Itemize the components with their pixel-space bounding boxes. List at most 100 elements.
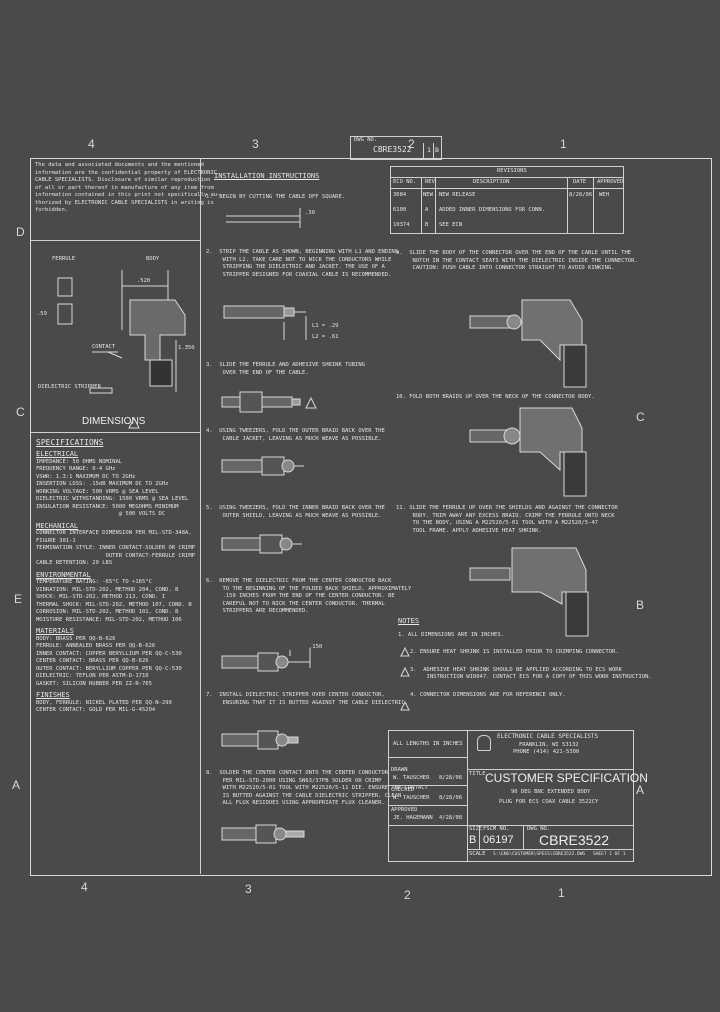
zone-right-b: B <box>636 598 645 612</box>
zone-left-a: A <box>12 778 21 792</box>
install-step-7: 7. INSTALL DIELECTRIC STRIPPER OVER CENT… <box>206 692 408 706</box>
spec-line: DIELECTRIC: TEFLON PER ASTM-D-1710 <box>36 673 149 679</box>
install-step-11: 11. SLIDE THE FERRULE UP OVER THE SHIELD… <box>396 505 618 534</box>
zone-bottom-2: 2 <box>404 888 411 902</box>
rev-cell: WEH <box>599 192 609 198</box>
rev-header: ECO NO. <box>393 179 417 185</box>
spec-title-main: CUSTOMER SPECIFICATION <box>485 771 648 785</box>
cable-step-4 <box>221 456 304 476</box>
spec-line: CONNECTOR INTERFACE DIMENSION PER MIL-ST… <box>36 530 192 536</box>
dim-1350: 1.350 <box>178 345 195 351</box>
body-shape <box>129 299 186 361</box>
left-column-divider <box>200 158 201 874</box>
zone-left-e: E <box>14 592 23 606</box>
spec-line: OUTER CONTACT-FERRULE CRIMP <box>36 552 195 559</box>
fscm-value: 06197 <box>483 834 514 846</box>
revisions-block: REVISIONS ECO NO. REV DESCRIPTION DATE A… <box>390 166 624 234</box>
rev-cell: NEW <box>423 192 433 198</box>
ecs-logo-icon <box>477 735 491 751</box>
tab-divider-2 <box>433 143 434 159</box>
tb-line <box>523 825 524 849</box>
dim-150: .150 <box>309 644 323 650</box>
spec-subtitle-1: 90 DEG BNC EXTENDED BODY <box>511 789 591 795</box>
body-nut <box>149 359 173 387</box>
dwg-tab-number: CBRE3522 <box>373 145 412 154</box>
spec-line: VIBRATION: MIL-STD-202, METHOD 204, COND… <box>36 586 179 593</box>
specifications-section: SPECIFICATIONS ELECTRICAL IMPEDANCE: 50 … <box>36 438 195 715</box>
spec-line: INSULATION RESISTANCE: 5000 MEGOHMS MINI… <box>36 503 179 510</box>
dim-520: .520 <box>137 278 151 284</box>
environmental-head: ENVIRONMENTAL <box>36 570 91 579</box>
rev-col <box>567 177 568 233</box>
note-item: 4. CONNECTOR DIMENSIONS ARE FOR REFERENC… <box>410 691 566 698</box>
rev-cell: 10374 <box>393 222 410 228</box>
tb-line <box>389 805 467 806</box>
notice-line: information contained in this print not … <box>35 192 221 198</box>
dim-30: .30 <box>305 210 315 216</box>
rev-header: DESCRIPTION <box>473 179 510 185</box>
spec-line: INSERTION LOSS: .15dB MAXIMUM DC TO 2GHz <box>36 481 169 487</box>
spec-line: CABLE RETENTION: 20 LBS <box>36 560 113 566</box>
zone-right-c: C <box>636 410 645 424</box>
cable-step-11 <box>469 547 589 637</box>
spec-line: WORKING VOLTAGE: 500 VRMS @ SEA LEVEL <box>36 488 159 495</box>
cable-step-7 <box>221 730 299 750</box>
cable-step-2 <box>223 305 307 340</box>
spec-line: THERMAL SHOCK: MIL-STD-202, METHOD 107, … <box>36 601 192 608</box>
zone-right-a: A <box>636 783 645 797</box>
drawn-by: W. TAUSCHER <box>393 775 430 781</box>
mechanical-head: MECHANICAL <box>36 521 79 530</box>
tb-line <box>389 825 633 826</box>
rev-col <box>435 177 436 233</box>
zone-top-3: 3 <box>252 137 259 151</box>
sheet-label: SHEET 1 OF 1 <box>593 852 626 857</box>
proprietary-notice: The data and associated documents and th… <box>35 162 220 215</box>
install-step-9: 9. SLIDE THE BODY OF THE CONNECTOR OVER … <box>396 250 638 271</box>
electrical-head: ELECTRICAL <box>36 450 79 458</box>
rev-cell: B <box>425 222 429 228</box>
spec-line: FREQUENCY RANGE: 0-4 GHz <box>36 466 116 472</box>
install-step-10: 10. FOLD BOTH BRAIDS UP OVER THE NECK OF… <box>396 394 595 400</box>
dwg-tab-rev: B <box>435 146 439 154</box>
notes-title: NOTES <box>398 617 420 625</box>
zone-top-1: 1 <box>560 137 567 151</box>
notice-divider <box>30 240 200 241</box>
cable-step-10 <box>469 407 587 497</box>
rev-line <box>391 177 623 178</box>
tb-line <box>389 785 467 786</box>
spec-line: @ 500 VOLTS DC <box>36 511 166 517</box>
dwg-number-tab: DWG NO. CBRE3522 1 B <box>350 136 442 160</box>
ferrule-shape <box>57 277 73 297</box>
note-item: 3. ADHESIVE HEAT SHRINK SHOULD BE APPLIE… <box>410 666 652 681</box>
install-step-3: 3. SLIDE THE FERRULE AND ADHESIVE SHRINK… <box>206 362 365 376</box>
dim-l2: L2 = .61 <box>312 334 339 340</box>
rev-cell: A <box>425 207 429 213</box>
tb-line <box>467 731 468 861</box>
rev-line <box>391 188 623 189</box>
rev-cell: SEE ECN <box>439 222 463 228</box>
drawn-label: DRAWN <box>391 767 408 773</box>
checked-label: CHECKED <box>391 787 415 793</box>
dwg-label: DWG NO. <box>527 826 551 832</box>
notice-line: forbidden. <box>35 207 69 213</box>
install-step-5: 5. USING TWEEZERS, FOLD THE INNER BRAID … <box>206 505 385 519</box>
ferrule-side <box>57 303 73 325</box>
notice-line: thorized by ELECTRONIC CABLE SPECIALISTS… <box>35 199 214 206</box>
zone-left-c: C <box>16 405 25 419</box>
tab-divider <box>423 143 424 159</box>
dwg-tab-sheet: 1 <box>427 146 431 154</box>
cable-step-5 <box>221 534 302 554</box>
cable-step-9 <box>469 299 587 388</box>
zone-top-4: 4 <box>88 137 95 151</box>
note-item: 1. ALL DIMENSIONS ARE IN INCHES. <box>398 631 504 638</box>
company-name: ELECTRONIC CABLE SPECIALISTS <box>497 733 599 740</box>
drawing-sheet <box>30 158 712 876</box>
spec-line: TEMPERATURE RATING: -65°C TO +165°C <box>36 579 152 585</box>
rev-header: REV <box>425 179 435 185</box>
dwg-tab-label: DWG NO. <box>354 137 378 143</box>
rev-header: DATE <box>573 179 587 185</box>
scale-label: SCALE <box>469 851 486 857</box>
materials-head: MATERIALS <box>36 627 74 635</box>
spec-line: FERRULE: ANNEALED BRASS PER QQ-B-626 <box>36 643 156 649</box>
